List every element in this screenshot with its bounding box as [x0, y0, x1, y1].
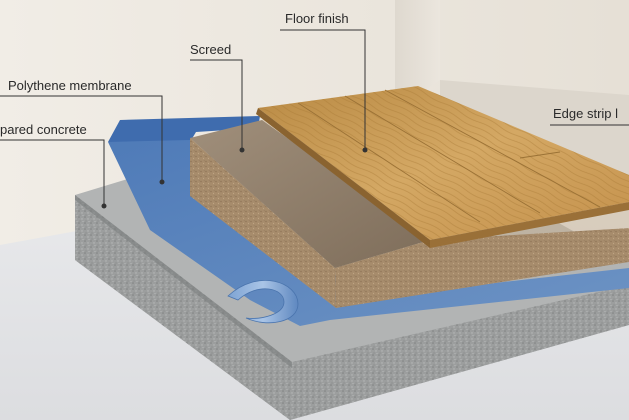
- label-prepared-concrete: pared concrete: [0, 122, 87, 138]
- label-floor-finish: Floor finish: [285, 11, 349, 27]
- label-edge-strip: Edge strip l: [553, 106, 618, 122]
- label-polythene-membrane: Polythene membrane: [8, 78, 132, 94]
- label-screed: Screed: [190, 42, 231, 58]
